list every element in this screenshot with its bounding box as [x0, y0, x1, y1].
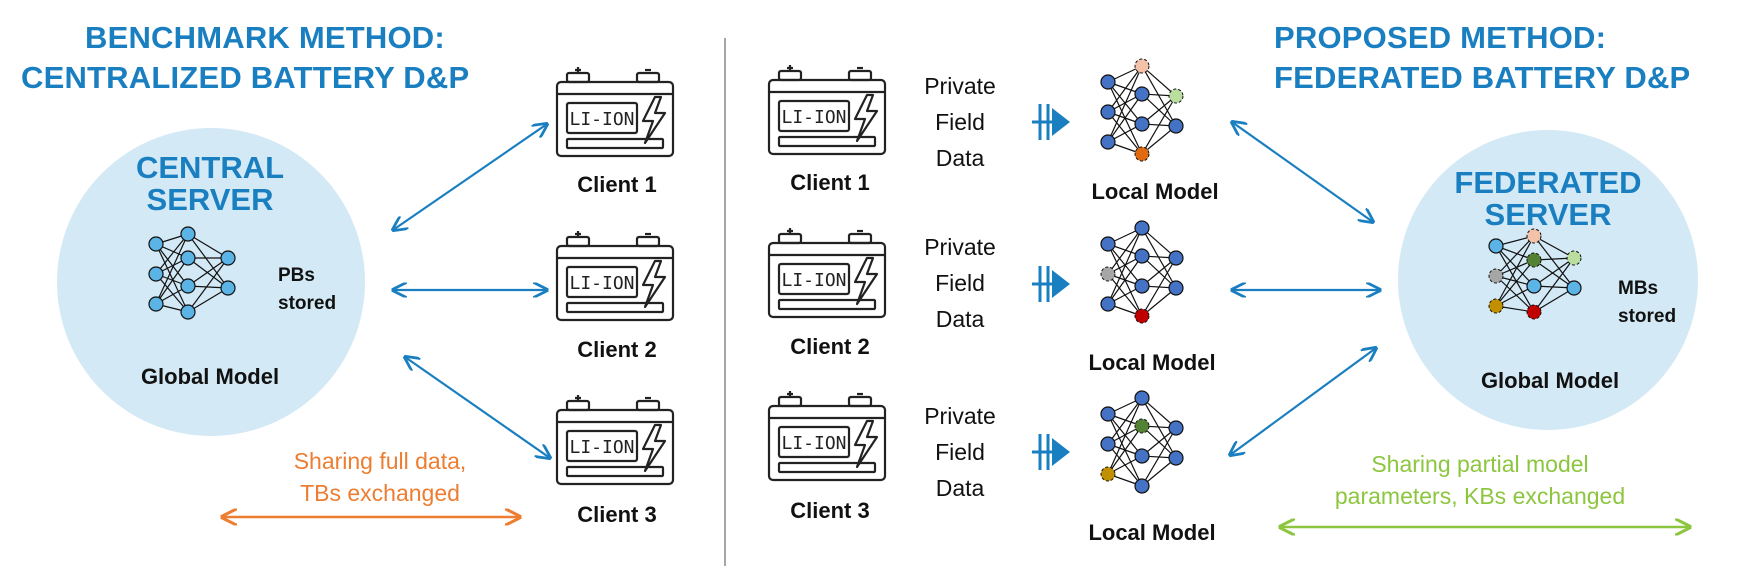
partial-parameters-note-line1: Sharing partial model	[1371, 451, 1589, 477]
local-model-label-1: Local Model	[1091, 179, 1219, 204]
left-client-2-label: Client 2	[577, 337, 657, 362]
svg-text:LI-ION: LI-ION	[781, 433, 846, 454]
arrow-central-client-1	[393, 124, 547, 230]
central-server-title: CENTRAL SERVER	[110, 152, 310, 216]
local-model-network-icon-3	[1100, 390, 1184, 494]
private-field-data-3-line2: Field	[935, 439, 985, 465]
svg-text:LI-ION: LI-ION	[569, 109, 634, 130]
data-input-icon-3	[1032, 434, 1070, 470]
private-field-data-2: Private Field Data	[910, 229, 1010, 337]
global-model-network-icon	[148, 226, 236, 320]
data-input-icon-2	[1032, 266, 1070, 302]
full-data-note-line1: Sharing full data,	[293, 448, 467, 474]
full-data-note-line2: TBs exchanged	[300, 480, 460, 506]
svg-text:LI-ION: LI-ION	[569, 437, 634, 458]
central-global-model-label: Global Model	[140, 364, 280, 389]
arrow-local-3-server	[1230, 348, 1376, 455]
benchmark-title: BENCHMARK METHOD: CENTRALIZED BATTERY D&…	[21, 18, 545, 98]
private-field-data-3-line1: Private	[924, 403, 996, 429]
local-model-label-3: Local Model	[1088, 520, 1216, 545]
partial-parameters-note-line2: parameters, KBs exchanged	[1334, 483, 1626, 509]
proposed-title-line2: FEDERATED BATTERY D&P	[1274, 60, 1691, 95]
local-model-network-icon-2	[1100, 220, 1184, 324]
svg-text:LI-ION: LI-ION	[569, 273, 634, 294]
private-field-data-1: Private Field Data	[910, 68, 1010, 176]
federated-server-line2: SERVER	[1484, 197, 1612, 232]
right-client-1-label: Client 1	[790, 170, 870, 195]
benchmark-title-line1: BENCHMARK METHOD:	[85, 20, 445, 55]
private-field-data-2-line1: Private	[924, 234, 996, 260]
battery-icon-left-1: LI-ION	[555, 67, 675, 158]
battery-icon-right-1: LI-ION	[767, 65, 887, 156]
private-field-data-1-line1: Private	[924, 73, 996, 99]
central-server-line2: SERVER	[146, 182, 274, 217]
section-divider	[724, 38, 726, 566]
data-input-icon-1	[1032, 104, 1070, 140]
right-client-2-label: Client 2	[790, 334, 870, 359]
central-server-line1: CENTRAL	[135, 150, 285, 185]
battery-icon-right-3: LI-ION	[767, 391, 887, 482]
proposed-title: PROPOSED METHOD: FEDERATED BATTERY D&P	[1274, 18, 1724, 98]
central-server	[57, 128, 365, 436]
proposed-title-line1: PROPOSED METHOD:	[1274, 20, 1607, 55]
federated-server-line1: FEDERATED	[1454, 165, 1642, 200]
central-storage-line1: PBs	[278, 265, 315, 286]
local-model-label-2: Local Model	[1088, 350, 1216, 375]
arrow-local-1-server	[1232, 122, 1373, 222]
battery-icon-left-2: LI-ION	[555, 231, 675, 322]
federated-server-title: FEDERATED SERVER	[1443, 167, 1653, 231]
federated-global-model-label: Global Model	[1480, 368, 1620, 393]
local-model-network-icon-1	[1100, 58, 1184, 162]
private-field-data-3-line3: Data	[935, 475, 985, 501]
left-client-1-label: Client 1	[577, 172, 657, 197]
battery-icon-left-3: LI-ION	[555, 395, 675, 486]
federated-storage-line2: stored	[1618, 306, 1677, 327]
benchmark-title-line2: CENTRALIZED BATTERY D&P	[21, 60, 470, 95]
partial-parameters-note: Sharing partial model parameters, KBs ex…	[1300, 448, 1660, 512]
full-data-note: Sharing full data, TBs exchanged	[255, 445, 505, 509]
private-field-data-3: Private Field Data	[910, 398, 1010, 506]
federated-storage-line1: MBs	[1618, 278, 1659, 299]
right-client-3-label: Client 3	[790, 498, 870, 523]
central-storage-line2: stored	[278, 293, 337, 314]
svg-text:LI-ION: LI-ION	[781, 270, 846, 291]
federated-storage-label: MBs stored	[1618, 275, 1676, 331]
private-field-data-2-line2: Field	[935, 270, 985, 296]
svg-text:LI-ION: LI-ION	[781, 107, 846, 128]
private-field-data-2-line3: Data	[935, 306, 985, 332]
private-field-data-1-line2: Field	[935, 109, 985, 135]
battery-icon-right-2: LI-ION	[767, 228, 887, 319]
left-client-3-label: Client 3	[577, 502, 657, 527]
federated-global-model-network-icon	[1488, 228, 1582, 320]
private-field-data-1-line3: Data	[935, 145, 985, 171]
arrow-central-client-3	[405, 357, 550, 458]
central-storage-label: PBs stored	[278, 262, 336, 318]
federated-server	[1398, 130, 1698, 430]
